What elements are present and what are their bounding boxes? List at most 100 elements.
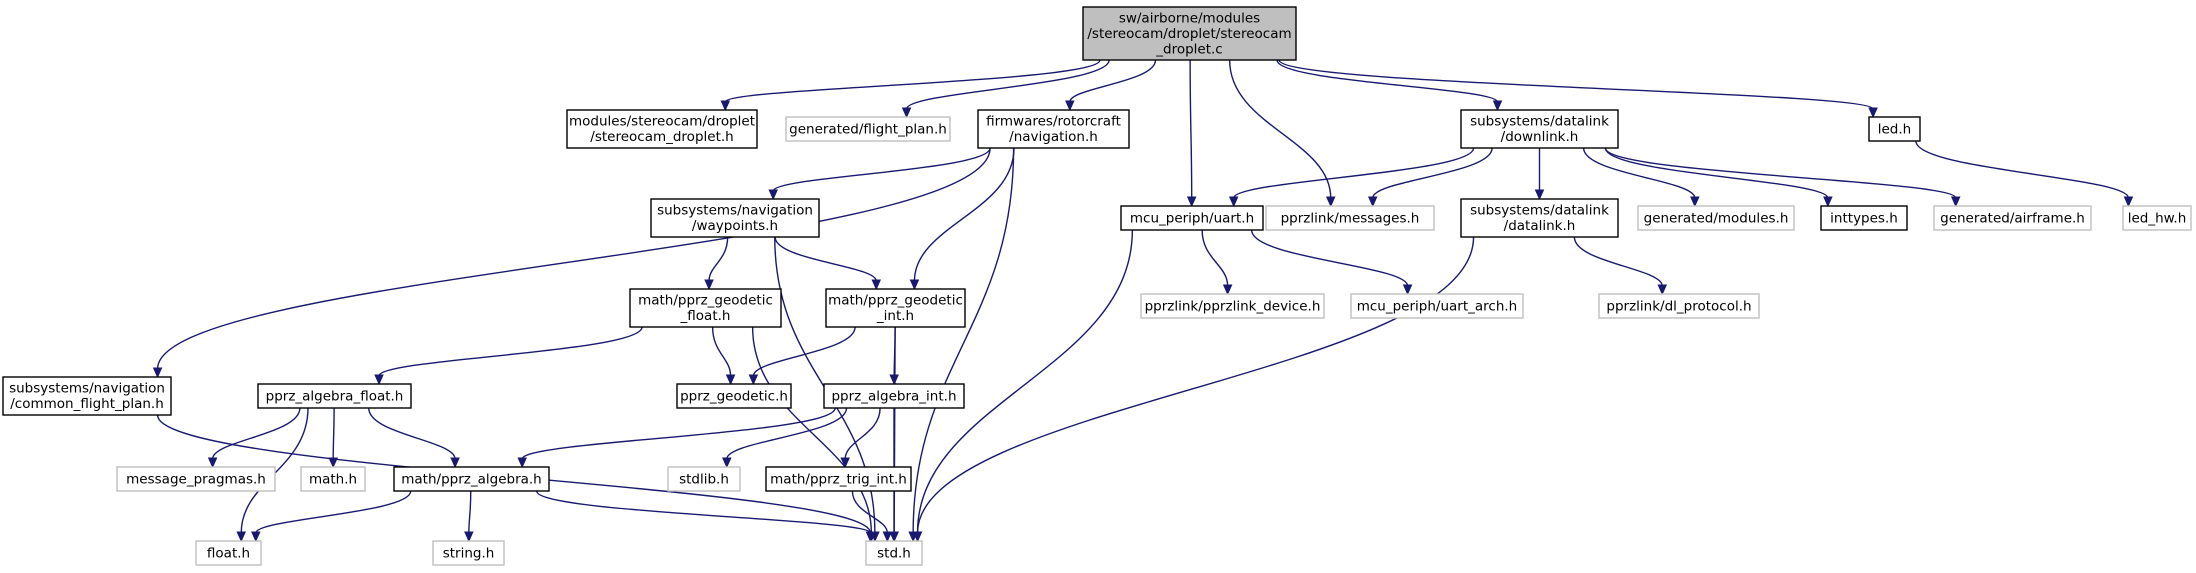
node-math-pprz-geodetic-int-h[interactable]: math/pprz_geodetic_int.h (825, 288, 966, 328)
edge-subsystems-datalink-datalink-h-to-std-h (912, 236, 1475, 543)
node-label: led_hw.h (2128, 210, 2187, 226)
node-generated-flight-plan-h: generated/flight_plan.h (785, 116, 951, 142)
node-math-pprz-geodetic-float-h[interactable]: math/pprz_geodetic_float.h (629, 288, 782, 328)
graph-edges (152, 59, 2134, 543)
node-label: /downlink.h (1501, 129, 1579, 145)
node-math-pprz-algebra-h[interactable]: math/pprz_algebra.h (393, 466, 550, 492)
node-label: subsystems/navigation (657, 203, 813, 219)
node-box (1265, 205, 1435, 231)
edge-sw-airborne-modules-stereocam-droplet-stereocam-droplet-c-to-led-h (1278, 59, 1878, 119)
node-mcu-periph-uart-h[interactable]: mcu_periph/uart.h (1120, 205, 1264, 231)
node-label: string.h (443, 545, 495, 561)
node-led-h[interactable]: led.h (1868, 116, 1921, 142)
node-firmwares-rotorcraft-navigation-h[interactable]: firmwares/rotorcraft/navigation.h (977, 109, 1130, 149)
node-label: inttypes.h (1830, 210, 1898, 226)
node-string-h: string.h (432, 540, 505, 566)
node-label: float.h (207, 545, 250, 561)
edge-sw-airborne-modules-stereocam-droplet-stereocam-droplet-c-to-pprzlink-messages-h (1228, 59, 1336, 208)
node-math-h: math.h (300, 466, 366, 492)
edge-sw-airborne-modules-stereocam-droplet-stereocam-droplet-c-to-generated-flight-plan-h (901, 59, 1110, 119)
node-label: math.h (309, 471, 357, 487)
node-label: /navigation.h (1009, 129, 1098, 145)
node-box (1598, 293, 1760, 319)
node-box (667, 466, 741, 492)
edge-sw-airborne-modules-stereocam-droplet-stereocam-droplet-c-to-firmwares-rotorcraft-navigation-h (1065, 59, 1157, 112)
edge-pprz-algebra-int-h-to-stdlib-h (722, 407, 848, 469)
node-stdlib-h: stdlib.h (667, 466, 741, 492)
node-pprzlink-dl-protocol-h: pprzlink/dl_protocol.h (1598, 293, 1760, 319)
node-label: pprz_geodetic.h (680, 388, 788, 404)
node-label: /stereocam/droplet/stereocam (1087, 26, 1291, 42)
node-label: pprzlink/dl_protocol.h (1606, 298, 1751, 314)
node-label: _droplet.c (1155, 41, 1222, 57)
node-box (1933, 205, 2092, 231)
node-box (1350, 293, 1524, 319)
edge-sw-airborne-modules-stereocam-droplet-stereocam-droplet-c-to-modules-stereocam-droplet-stereocam-droplet-h (720, 59, 1101, 112)
node-box (432, 540, 505, 566)
node-box (1460, 198, 1619, 238)
edge-firmwares-rotorcraft-navigation-h-to-subsystems-navigation-waypoints-h (768, 147, 991, 201)
node-label: firmwares/rotorcraft (986, 114, 1121, 130)
node-inttypes-h[interactable]: inttypes.h (1820, 205, 1908, 231)
node-pprz-geodetic-h[interactable]: pprz_geodetic.h (676, 383, 792, 409)
edge-math-pprz-algebra-h-to-string-h (464, 490, 474, 543)
node-label: led.h (1878, 121, 1911, 137)
node-label: std.h (877, 545, 911, 561)
edge-subsystems-datalink-downlink-h-to-pprzlink-messages-h (1367, 147, 1493, 208)
node-pprz-algebra-float-h[interactable]: pprz_algebra_float.h (257, 383, 412, 409)
node-box (785, 116, 951, 142)
edge-subsystems-datalink-downlink-h-to-subsystems-datalink-datalink-h (1534, 147, 1545, 201)
node-box (1820, 205, 1908, 231)
node-box (2, 376, 172, 416)
node-pprzlink-messages-h: pprzlink/messages.h (1265, 205, 1435, 231)
edge-pprz-algebra-float-h-to-math-h (328, 407, 338, 469)
node-subsystems-navigation-waypoints-h[interactable]: subsystems/navigation/waypoints.h (650, 198, 820, 238)
edge-subsystems-datalink-downlink-h-to-inttypes-h (1604, 147, 1833, 208)
node-modules-stereocam-droplet-stereocam-droplet-h[interactable]: modules/stereocam/droplet/stereocam_drop… (566, 109, 758, 149)
node-subsystems-navigation-common-flight-plan-h[interactable]: subsystems/navigation/common_flight_plan… (2, 376, 172, 416)
node-label: mcu_periph/uart.h (1130, 210, 1254, 226)
edge-pprz-algebra-float-h-to-math-pprz-algebra-h (368, 407, 460, 469)
node-box (629, 288, 782, 328)
node-pprzlink-pprzlink-device-h: pprzlink/pprzlink_device.h (1140, 293, 1325, 319)
edge-sw-airborne-modules-stereocam-droplet-stereocam-droplet-c-to-subsystems-datalink-downlink-h (1276, 59, 1503, 112)
node-generated-airframe-h: generated/airframe.h (1933, 205, 2092, 231)
node-label: message_pragmas.h (126, 471, 266, 487)
node-math-pprz-trig-int-h[interactable]: math/pprz_trig_int.h (765, 466, 912, 492)
node-label: generated/flight_plan.h (789, 121, 947, 137)
node-label: /stereocam_droplet.h (590, 129, 733, 145)
node-subsystems-datalink-downlink-h[interactable]: subsystems/datalink/downlink.h (1460, 109, 1619, 149)
node-label: math/pprz_trig_int.h (770, 471, 907, 487)
edge-subsystems-navigation-waypoints-h-to-math-pprz-geodetic-int-h (774, 236, 882, 291)
node-box (1120, 205, 1264, 231)
node-label: sw/airborne/modules (1119, 10, 1260, 26)
node-label: subsystems/datalink (1470, 203, 1609, 219)
edge-math-pprz-geodetic-float-h-to-pprz-algebra-float-h (374, 326, 643, 386)
node-box (1140, 293, 1325, 319)
edge-firmwares-rotorcraft-navigation-h-to-subsystems-navigation-common-flight-plan-h (152, 147, 991, 379)
edge-mcu-periph-uart-h-to-mcu-periph-uart-arch-h (1250, 229, 1413, 296)
edge-math-pprz-geodetic-float-h-to-std-h (751, 326, 877, 543)
node-box (676, 383, 792, 409)
node-box (393, 466, 550, 492)
node-subsystems-datalink-datalink-h[interactable]: subsystems/datalink/datalink.h (1460, 198, 1619, 238)
graph-nodes: sw/airborne/modules/stereocam/droplet/st… (2, 6, 2192, 566)
node-sw-airborne-modules-stereocam-droplet-stereocam-droplet-c[interactable]: sw/airborne/modules/stereocam/droplet/st… (1082, 6, 1297, 61)
edge-firmwares-rotorcraft-navigation-h-to-math-pprz-geodetic-int-h (909, 147, 1015, 291)
edge-math-pprz-algebra-h-to-std-h (535, 490, 876, 543)
node-generated-modules-h: generated/modules.h (1637, 205, 1795, 231)
node-box (1637, 205, 1795, 231)
node-box (865, 540, 923, 566)
node-box (566, 109, 758, 149)
node-box (1868, 116, 1921, 142)
node-label: generated/modules.h (1644, 210, 1789, 226)
node-label: stdlib.h (679, 471, 729, 487)
edge-math-pprz-geodetic-int-h-to-pprz-geodetic-h (748, 326, 856, 386)
node-label: modules/stereocam/droplet (569, 114, 755, 130)
node-label: pprz_algebra_int.h (831, 388, 956, 404)
edge-subsystems-datalink-downlink-h-to-generated-modules-h (1582, 147, 1700, 208)
node-label: _float.h (680, 308, 731, 324)
node-pprz-algebra-int-h[interactable]: pprz_algebra_int.h (823, 383, 965, 409)
node-label: subsystems/navigation (9, 381, 165, 397)
